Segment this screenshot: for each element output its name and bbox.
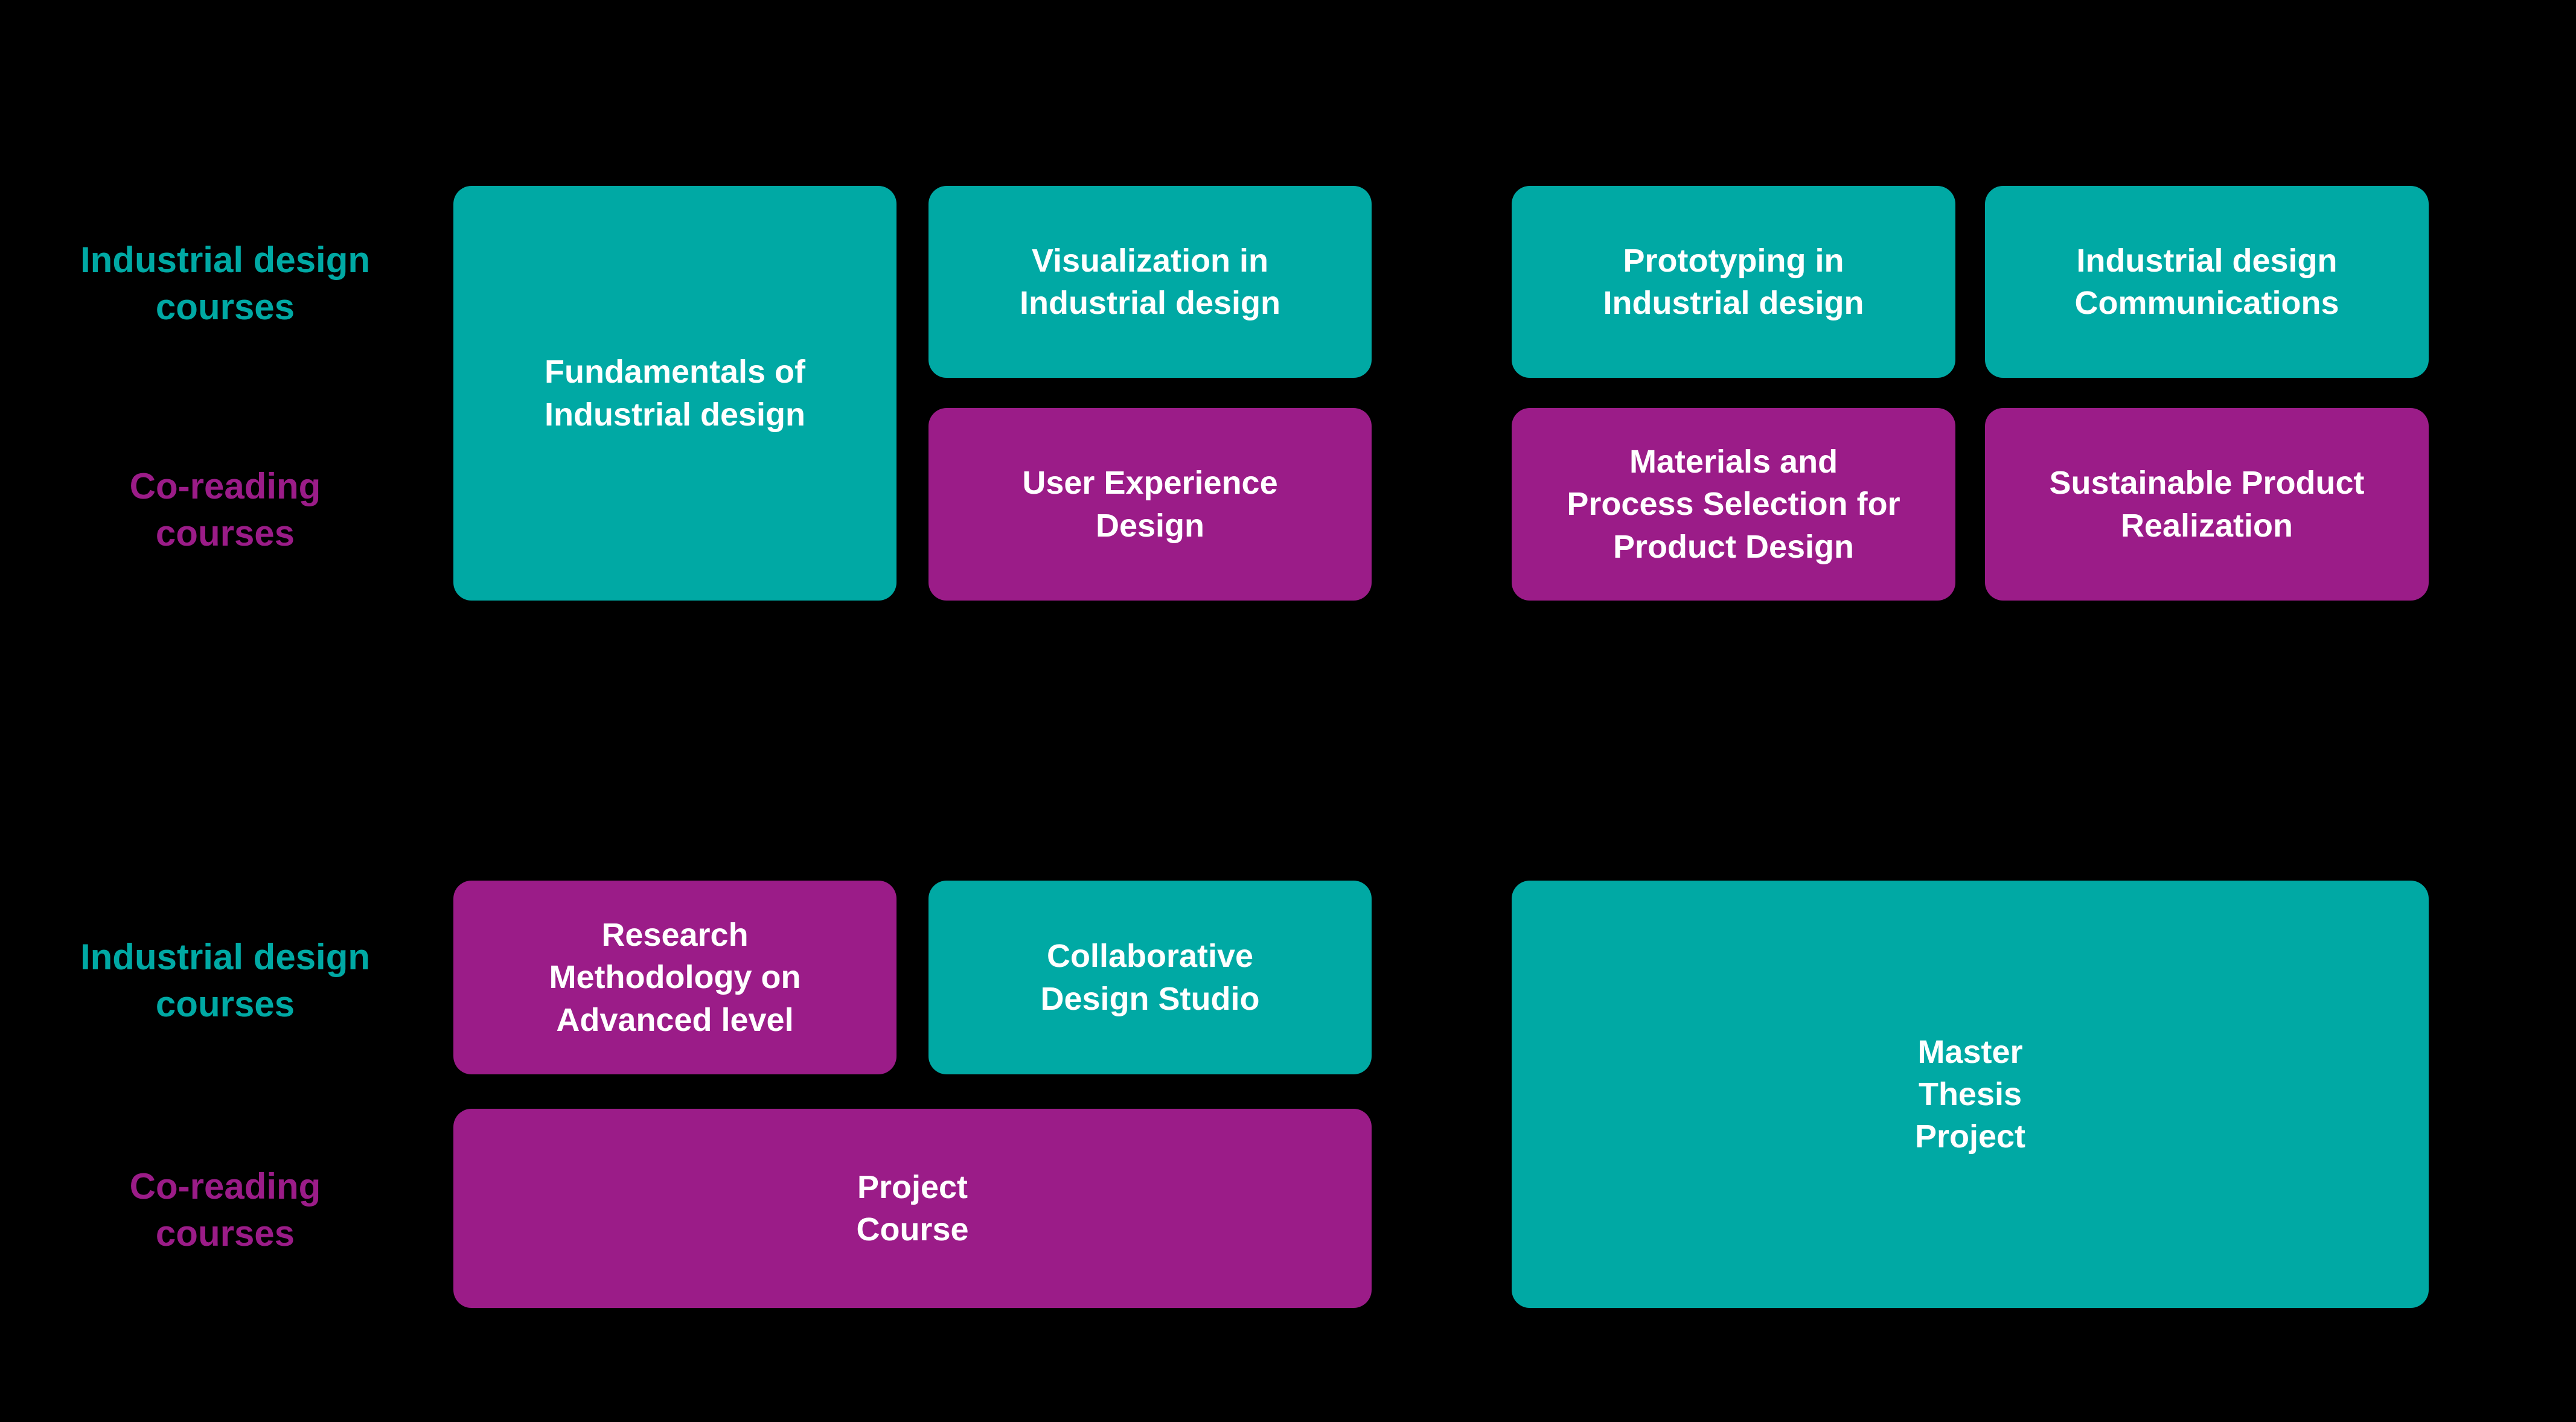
course-box-fundamentals: Fundamentals of Industrial design	[453, 186, 896, 601]
course-box-collaborative: Collaborative Design Studio	[928, 881, 1372, 1074]
course-box-communications: Industrial design Communications	[1985, 186, 2429, 378]
row-label-industrial-courses-bottom: Industrial design courses	[80, 937, 371, 1024]
course-box-project-course: Project Course	[453, 1109, 1372, 1308]
course-box-research-methodology: Research Methodology on Advanced level	[453, 881, 896, 1074]
row-label-coreading-courses-bottom: Co-reading courses	[129, 1166, 321, 1254]
course-box-materials: Materials and Process Selection for Prod…	[1512, 408, 1955, 601]
course-box-prototyping: Prototyping in Industrial design	[1512, 186, 1955, 378]
course-box-user-experience: User Experience Design	[928, 408, 1372, 601]
course-box-visualization: Visualization in Industrial design	[928, 186, 1372, 378]
course-box-master-thesis: Master Thesis Project	[1512, 881, 2429, 1308]
row-label-industrial-courses-top: Industrial design courses	[80, 240, 371, 327]
course-box-sustainable: Sustainable Product Realization	[1985, 408, 2429, 601]
row-label-coreading-courses-top: Co-reading courses	[129, 466, 321, 553]
